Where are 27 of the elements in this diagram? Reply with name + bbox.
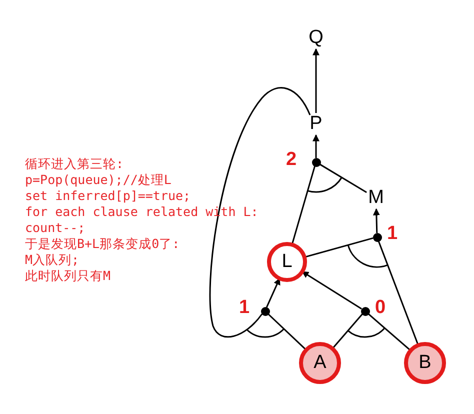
- count-label: 1: [387, 223, 398, 245]
- arrow: [312, 48, 320, 113]
- arrow: [312, 134, 320, 158]
- node-label: M: [366, 187, 386, 209]
- connector-line: [267, 313, 307, 350]
- state-circle: B: [404, 342, 446, 384]
- state-circle: L: [267, 242, 307, 282]
- count-label: 0: [375, 297, 386, 319]
- junction-dot: [372, 232, 382, 242]
- count-label: 1: [239, 297, 250, 319]
- junction-dot: [260, 306, 270, 316]
- connector-line: [291, 166, 316, 245]
- connector-line: [368, 313, 412, 352]
- arrow: [302, 270, 362, 310]
- junction-dot: [360, 306, 370, 316]
- state-circle: A: [299, 342, 341, 384]
- connector-line: [378, 240, 419, 346]
- connector-line: [209, 87, 311, 338]
- connector-line: [304, 237, 374, 258]
- node-label: Q: [306, 27, 326, 49]
- arrow: [266, 278, 280, 308]
- count-label: 2: [286, 149, 297, 171]
- arrow: [372, 208, 380, 234]
- connector-line: [332, 314, 363, 350]
- junction-dot: [312, 158, 320, 166]
- connector-line: [319, 163, 367, 193]
- node-label: P: [306, 113, 326, 135]
